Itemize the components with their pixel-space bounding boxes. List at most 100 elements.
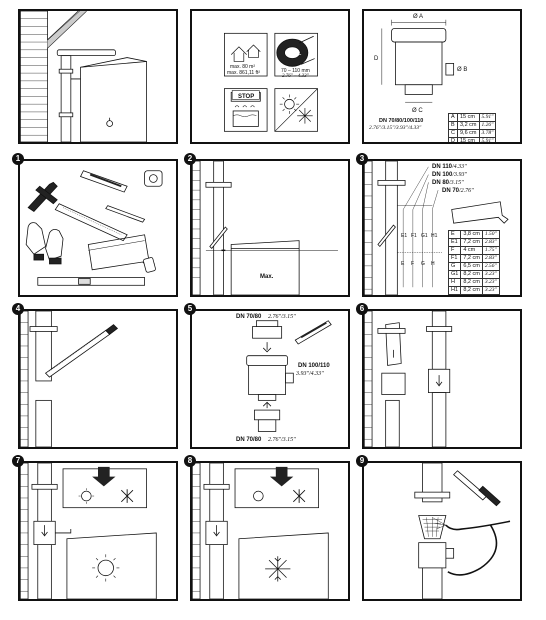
dimensions-table-cell-cm: 9,6 cm [456, 129, 480, 138]
dimensions-panel: Ø A D Ø B Ø C DN 70/80/100/110 2.76"/3.1… [362, 9, 522, 144]
step-number-8: 8 [184, 455, 196, 467]
dn-inch-label: 2.76"/3.15"/3.93"/4.33" [369, 125, 422, 131]
marks-table-cell-cm: 8,2 cm [460, 270, 483, 279]
dimensions-table-cell-key: D [448, 137, 458, 142]
step-6-insert-panel [362, 309, 522, 449]
mark-g: G [421, 261, 425, 267]
step-number-2: 2 [184, 153, 196, 165]
top-dn-inch: 2.76"/3.15" [268, 314, 296, 320]
top-dn-label: DN 70/80 [236, 314, 262, 320]
overview-icons-illustration [224, 32, 318, 132]
dn-80-label: DN 80/3.15" [432, 180, 464, 187]
mark-h1: H1 [431, 233, 438, 239]
dn-110-inch: /4.33" [452, 164, 467, 170]
overview-house-panel [18, 9, 178, 144]
area-max-ft-text: max. 861,11 ft² [227, 70, 260, 76]
dimensions-table-cell-cm: 15 cm [456, 113, 480, 122]
filter-dimensions-illustration [381, 19, 455, 103]
dimensions-table-cell-inch: 3.78" [478, 129, 497, 138]
dn-80-inch: /3.15" [449, 180, 464, 186]
dn-70-inch: /2.76" [459, 188, 474, 194]
mark-f: F [411, 261, 415, 267]
marks-table-cell-inch: 3.23" [481, 270, 500, 279]
pipe-max-text: max. [290, 51, 302, 57]
marks-table-cell-cm: 7,2 cm [460, 238, 483, 247]
mark-h: H [431, 261, 435, 267]
marks-table-cell-key: G [447, 262, 462, 271]
mark-g1: G1 [421, 233, 428, 239]
marks-table-cell-key: F1 [447, 254, 462, 263]
step-number-5: 5 [184, 303, 196, 315]
summer-mode-illustration [20, 463, 157, 599]
mark-e: E [401, 261, 405, 267]
dim-a-label: Ø A [413, 14, 424, 20]
dn-label: DN 70/80/100/110 [379, 118, 424, 124]
dn-100-label: DN 100/3.93" [432, 172, 467, 179]
tank-max-label: Max. [260, 274, 274, 280]
dimensions-table-cell-key: C [448, 129, 458, 138]
dim-c-label: Ø C [412, 108, 423, 114]
step-9-cleaning-panel [362, 461, 522, 601]
marks-table-cell-cm: 4 cm [460, 246, 483, 255]
dn-100: DN 100 [432, 172, 453, 178]
step-number-3: 3 [356, 153, 368, 165]
file-pipe-illustration [20, 311, 119, 447]
marks-table-cell-inch: 3.23" [481, 286, 500, 295]
step-number-6: 6 [356, 303, 368, 315]
bottom-dn-label: DN 70/80 [236, 437, 262, 443]
step-4-file-panel [18, 309, 178, 449]
mark-e1: E1 [401, 233, 408, 239]
dn-80: DN 80 [432, 180, 450, 186]
dimensions-table-cell-cm: 15 cm [456, 137, 480, 142]
marks-table-cell-inch: 2.83" [481, 254, 500, 263]
overview-icons-panel: max. 80 m² max. 861,11 ft² max. 70 – 110… [190, 9, 350, 144]
step-number-1: 1 [12, 153, 24, 165]
tools-illustration [25, 170, 163, 286]
side-dn-inch: 3.93"/4.33" [296, 371, 324, 377]
dn-110-label: DN 110/4.33" [432, 164, 467, 171]
marks-table-cell-key: F [447, 246, 462, 255]
marks-table-cell-cm: 8,2 cm [460, 286, 483, 295]
marks-table-cell-key: H [447, 278, 462, 287]
marks-table-cell-key: G1 [447, 270, 462, 279]
pipe-range-mm-text: 70 – 110 mm [281, 68, 310, 74]
marks-table-cell-inch: 1.50" [481, 230, 500, 239]
marks-table-cell-cm: 7,2 cm [460, 254, 483, 263]
dn-110: DN 110 [432, 164, 453, 170]
measure-tank-illustration [192, 161, 338, 295]
marks-table-cell-inch: 2.83" [481, 238, 500, 247]
marks-table-cell-key: E [447, 230, 462, 239]
insert-filter-illustration [364, 311, 453, 447]
adapter-assembly-illustration [246, 320, 332, 432]
marks-table-cell-inch: 1.75" [481, 246, 500, 255]
mark-f1: F1 [411, 233, 417, 239]
dim-b-label: Ø B [457, 67, 468, 73]
marks-table-cell-key: E1 [447, 238, 462, 247]
dimensions-table-cell-inch: 5.91" [478, 137, 497, 142]
step-number-7: 7 [12, 455, 24, 467]
house-downpipe-illustration [20, 11, 147, 142]
dn-70: DN 70 [442, 188, 460, 194]
cleaning-illustration [414, 463, 511, 599]
pipe-range-in-text: 2.76" – 4.33" [282, 74, 309, 79]
step-5-adapter-panel: DN 70/80 2.76"/3.15" DN 100/110 3.93"/4.… [190, 309, 350, 449]
side-dn-label: DN 100/110 [298, 363, 330, 369]
dimensions-table-cell-inch: 1.26" [478, 121, 497, 130]
step-3-marks-panel: DN 110/4.33" DN 100/3.93" DN 80/3.15" DN… [362, 159, 522, 297]
marks-table-cell-cm: 3,8 cm [460, 230, 483, 239]
dim-d-label: D [374, 56, 379, 62]
stop-text: STOP [238, 94, 255, 100]
